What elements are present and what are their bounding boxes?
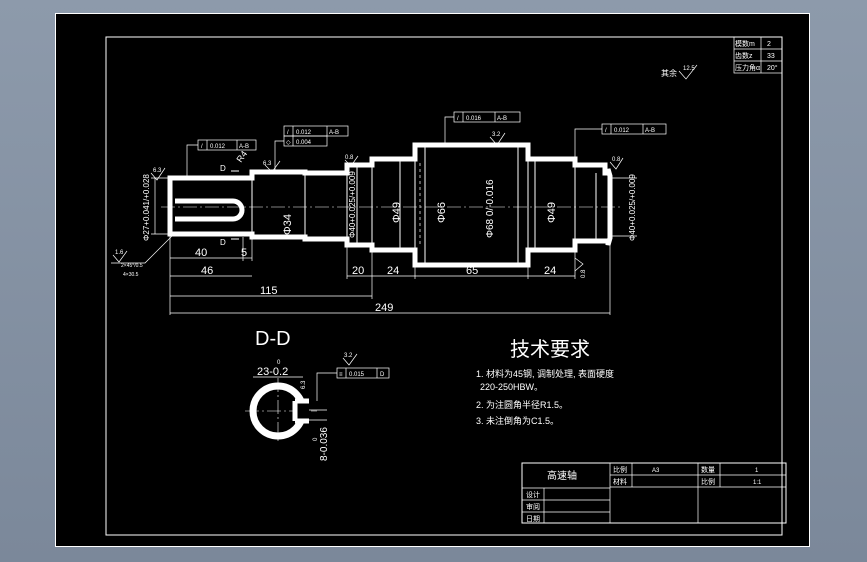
tech-req-1a: 1. 材料为45钢, 调制处理, 表面硬度	[476, 368, 614, 379]
pressure-label: 压力角α	[735, 63, 760, 72]
svg-text:/: /	[287, 130, 289, 136]
gear-parameter-table: 模数m 2 齿数z 33 压力角α 20°	[733, 36, 783, 74]
cut-mark-lower: D	[220, 238, 226, 247]
dim-d34: Φ34	[282, 214, 294, 235]
rough-5: 0.8	[612, 157, 621, 163]
cut-mark-upper: D	[220, 164, 226, 173]
scale-value: A3	[652, 468, 660, 474]
dim-l5: 5	[241, 247, 247, 259]
remaining-roughness: 其余 12.5	[661, 64, 698, 80]
tol5-value: 0.012	[614, 128, 630, 134]
section-title: D-D	[255, 328, 291, 350]
dim-l40: 40	[195, 247, 207, 259]
technical-requirements: 技术要求 1. 材料为45钢, 调制处理, 表面硬度 220-250HBW。 2…	[476, 338, 614, 426]
outer-frame	[55, 13, 810, 547]
tolerance-frame-2: / 0.012 A-B ◇ 0.004	[274, 125, 349, 173]
tol4-value: 0.016	[466, 116, 482, 122]
tol5-datum: A-B	[645, 128, 655, 134]
roughness-symbols: 6.3 6.3 0.8 3.2 0.8 0.8 1.6 3.2 6.3	[112, 132, 624, 389]
dim-l65: 65	[466, 265, 478, 277]
rough-2: 6.3	[263, 161, 272, 167]
scale-label: 比例	[613, 465, 627, 474]
weight-value: 1:1	[753, 480, 762, 486]
dim-l20: 20	[352, 265, 364, 277]
spline-note-b: 4×30.5	[123, 272, 139, 278]
tol4-datum: A-B	[497, 116, 507, 122]
tol2-datum: A-B	[329, 130, 339, 136]
qty-label: 数量	[701, 465, 715, 474]
dim-l249: 249	[375, 302, 393, 314]
diameter-dimensions: Φ27+0.041/+0.028 Φ34 Φ40+0.025/+0.009 Φ4…	[142, 171, 637, 241]
tolerance-frame-1: / 0.012 A-B	[186, 139, 257, 178]
rough-8: 3.2	[344, 353, 353, 359]
design-label: 设计	[526, 490, 540, 499]
remaining-label: 其余	[661, 68, 677, 78]
dim-d27: Φ27+0.041/+0.028	[142, 174, 151, 241]
svg-text:◇: ◇	[286, 140, 291, 146]
rough-6: 0.8	[581, 269, 587, 278]
fillet-r4: R4	[234, 149, 249, 164]
dim-l24a: 24	[387, 265, 399, 277]
tol6-value: 0.015	[349, 372, 365, 378]
tech-title: 技术要求	[510, 338, 590, 361]
material-label: 材料	[613, 477, 627, 486]
dim-d40b: Φ40+0.025/+0.009	[628, 174, 637, 241]
tol3-value: 0.004	[296, 140, 312, 146]
teeth-label: 齿数z	[735, 51, 753, 60]
tol6-datum: D	[380, 372, 385, 378]
section-width-dim: 23-0.2	[257, 366, 288, 378]
rough-4: 3.2	[492, 132, 501, 138]
section-view: D-D 23-0.2 0 ≡ 0.015 D 8-0.036 0	[245, 328, 390, 461]
title-block: 高速轴 比例 A3 数量 1 材料 比例 1:1 设计 审阅 日期	[521, 462, 787, 524]
tol2-value: 0.012	[296, 130, 312, 136]
check-label: 审阅	[526, 502, 540, 511]
dim-l115: 115	[260, 285, 278, 297]
svg-text:/: /	[605, 128, 607, 134]
section-width-tol: 0	[277, 360, 281, 366]
rough-1: 6.3	[153, 168, 162, 174]
remaining-value: 12.5	[683, 66, 695, 72]
tech-req-2: 2. 为注圆角半径R1.5。	[476, 399, 568, 410]
date-label: 日期	[526, 515, 540, 523]
dim-l24b: 24	[544, 265, 556, 277]
module-value: 2	[767, 41, 771, 48]
module-label: 模数m	[735, 39, 755, 48]
svg-text:/: /	[457, 116, 459, 122]
rough-9: 6.3	[301, 380, 307, 389]
dim-d49b: Φ49	[546, 202, 558, 223]
dim-d68: Φ68 0/-0.016	[485, 179, 496, 238]
weight-label: 比例	[701, 477, 715, 486]
section-depth-dim: 8-0.036	[319, 427, 330, 461]
length-dimensions: 40 5 46 115 20 24 65 24 249	[169, 235, 611, 315]
shaft-profile	[167, 142, 613, 268]
spline-note-a: 2×45°/0.5	[121, 263, 143, 269]
tolerance-frame-5: / 0.012 A-B	[574, 123, 667, 159]
dim-d66: Φ66	[436, 202, 448, 223]
dim-d49a: Φ49	[391, 202, 403, 223]
dim-d40a: Φ40+0.025/+0.009	[348, 171, 357, 238]
tol1-datum: A-B	[239, 144, 249, 150]
qty-value: 1	[755, 468, 759, 474]
drawing-viewport[interactable]: 模数m 2 齿数z 33 压力角α 20° 其余 12.5	[55, 13, 810, 547]
tolerance-frame-4: / 0.016 A-B	[444, 111, 521, 145]
dim-l46: 46	[201, 265, 213, 277]
cad-drawing: 模数m 2 齿数z 33 压力角α 20° 其余 12.5	[55, 13, 810, 547]
tech-req-3: 3. 未注倒角为C1.5。	[476, 415, 559, 426]
spline-callout: 2×45°/0.5 4×30.5	[111, 234, 174, 278]
tol1-value: 0.012	[210, 144, 226, 150]
rough-7: 1.6	[115, 250, 124, 256]
rough-3: 0.8	[345, 155, 354, 161]
section-depth-tol: 0	[313, 437, 319, 441]
svg-text:/: /	[201, 144, 203, 150]
teeth-value: 33	[767, 53, 775, 60]
tech-req-1b: 220-250HBW。	[480, 382, 543, 392]
pressure-value: 20°	[767, 64, 778, 72]
inner-frame	[105, 36, 783, 536]
svg-text:≡: ≡	[339, 372, 343, 378]
part-name: 高速轴	[547, 469, 577, 482]
